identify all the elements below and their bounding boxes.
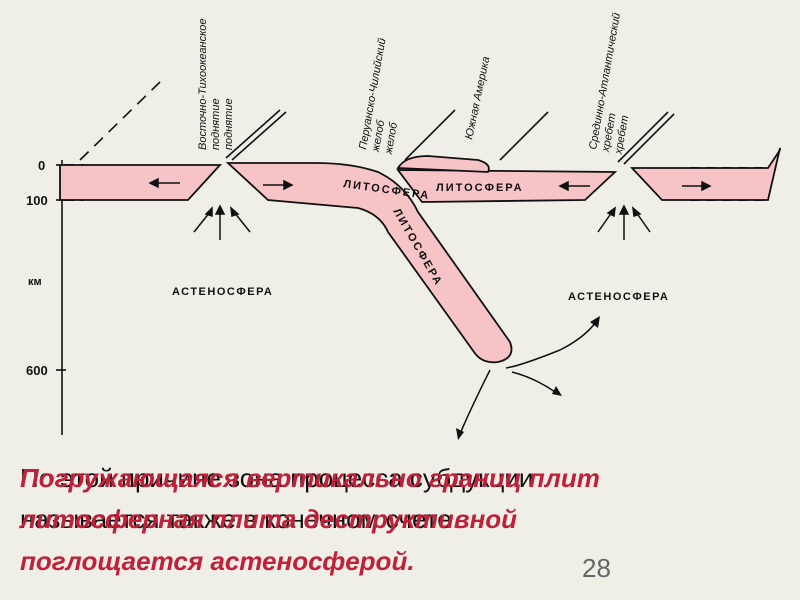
perspective-line-6 [617,111,669,163]
plate-subducting [225,162,513,364]
plate-south-america [396,169,618,203]
continent-bulge [396,155,490,173]
depth-label-100: 100 [26,193,48,208]
plate-arrows [148,177,712,192]
plate-far-right [629,147,781,201]
perspective-line-2 [225,109,281,159]
depth-label-600: 600 [26,363,48,378]
asthenosphere-left-label: АСТЕНОСФЕРА [172,286,273,298]
trench-line2: желоб [370,119,388,154]
perspective-line-1 [79,81,161,161]
lithosphere-right-label: ЛИТОСФЕРА [436,182,524,194]
continent-label: Южная Америка [463,56,492,141]
page-number: 28 [582,553,611,583]
asthenosphere-right-label: АСТЕНОСФЕРА [568,291,669,303]
depth-label-0: 0 [38,158,45,173]
plate-far-left [59,164,223,201]
perspective-line-3 [231,111,287,161]
ridge-pacific-line2: поднятие [210,98,222,150]
perspective-line-4 [404,109,456,161]
depth-label-km: км [28,276,42,288]
trench-line3: желоб [383,121,401,156]
trench-label: Перуанско-Чилийский желоб желоб [357,34,415,156]
ridge-atlantic-label: Срединно-Атлантический хребет хребет [587,9,649,156]
perspective-line-7 [623,113,675,165]
mantle-flow-arrows [459,321,597,435]
caption-red-line3: поглощается астеносферой. [20,546,415,576]
ridge-pacific-line1: Восточно-Тихоокеанское [197,18,209,150]
ridge-pacific-line3: поднятие [223,98,235,150]
perspective-line-5 [499,111,549,161]
caption-black-line1: По этой причине зона процесса субдукции [20,463,534,493]
caption-black-line2: называется также в конечном счете [20,504,452,534]
caption-red-line1: Погружающаяся вертикально границ плит [20,463,600,493]
ridge-pacific-label: Восточно-Тихоокеанское поднятие поднятие [197,15,235,150]
upwelling-arrows [193,204,651,240]
caption-red-line2: литосферная плита деструктивной [20,504,518,534]
